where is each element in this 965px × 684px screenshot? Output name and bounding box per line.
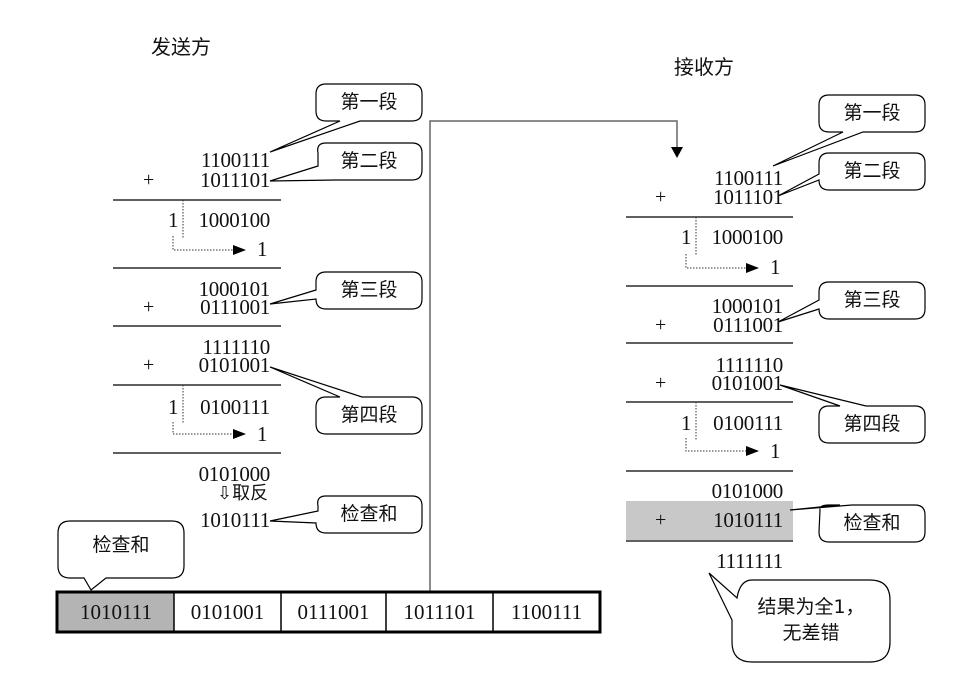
receiver-final: 1111111 — [716, 549, 783, 573]
arrowhead-icon — [746, 446, 759, 456]
receiver-callout-seg4: 第四段 — [843, 412, 901, 435]
sender-invert-label: ⇩取反 — [217, 483, 269, 504]
sender-callout-seg1: 第一段 — [340, 90, 398, 113]
frame-cell-seg4: 0101001 — [190, 599, 265, 624]
sender-carry-wrap-arrow-2 — [172, 422, 236, 435]
receiver-plus-1: + — [655, 186, 667, 208]
frame-callout-checksum: 检查和 — [92, 534, 150, 557]
sender-callout-seg2-shape — [269, 142, 423, 182]
sender-callout-seg3: 第三段 — [340, 278, 398, 301]
receiver-callout-result-shape — [708, 572, 891, 663]
receiver-callout-result-line2: 无差错 — [782, 622, 840, 644]
sender-wrap1: 1 — [257, 237, 268, 261]
arrowhead-icon — [233, 245, 246, 255]
receiver-callout-seg2-shape — [777, 152, 926, 197]
sender-rules — [113, 199, 281, 454]
sender-plus-3: + — [143, 354, 155, 376]
sender-sum1-carry: 1 — [168, 208, 179, 232]
receiver-partial2: 1111110 — [715, 353, 783, 377]
frame-cell-seg1: 1100111 — [510, 599, 583, 624]
sender-callout-seg4-shape — [269, 366, 423, 435]
receiver-sum1-carry: 1 — [681, 225, 692, 249]
receiver-title: 接收方 — [674, 55, 734, 79]
receiver-wrap1: 1 — [770, 255, 781, 279]
sender-callout-seg2: 第二段 — [340, 149, 398, 172]
sender-partial2: 1111110 — [202, 335, 270, 359]
receiver-partial3: 0101000 — [711, 479, 784, 503]
receiver-checksum-highlight — [626, 501, 793, 540]
sender-sum2-carry: 1 — [168, 395, 179, 419]
receiver-plus-4: + — [655, 509, 667, 531]
sender-callout-checksum: 检查和 — [340, 502, 398, 525]
sender-callout-checksum-shape — [269, 495, 423, 534]
sender-seg4: 0101001 — [198, 353, 271, 377]
sender-sum2-rest: 0100111 — [200, 395, 270, 419]
receiver-plus-2: + — [655, 314, 667, 336]
sender-seg3: 0111001 — [200, 295, 270, 319]
sender-callout-seg3-shape — [269, 271, 423, 310]
down-arrow-icon — [671, 147, 683, 158]
receiver-seg3: 0111001 — [713, 313, 783, 337]
receiver-sum2-carry: 1 — [681, 411, 692, 435]
sender-sum1-rest: 1000100 — [198, 208, 271, 232]
frame-cell-bg-checksum — [58, 593, 174, 631]
sender-title: 发送方 — [151, 35, 211, 59]
frame-border — [55, 590, 602, 634]
sender-carry-wrap-arrow-1 — [172, 236, 236, 251]
receiver-callout-seg2: 第二段 — [843, 159, 901, 182]
frame-cell-seg2: 1011101 — [403, 599, 476, 624]
receiver-callout-seg1-shape — [772, 94, 926, 167]
receiver-seg2: 1011101 — [713, 185, 783, 209]
sender-result: 0101000 — [198, 462, 271, 486]
receiver-callout-checksum-shape — [789, 504, 926, 543]
arrowhead-icon — [233, 429, 246, 439]
receiver-callout-seg3: 第三段 — [843, 288, 901, 311]
receiver-carry-wrap-arrow-1 — [685, 254, 749, 269]
receiver-rules — [626, 216, 793, 542]
receiver-sum2-rest: 0100111 — [713, 411, 783, 435]
frame-cell-checksum: 1010111 — [80, 599, 152, 624]
receiver-callout-seg3-shape — [777, 281, 926, 323]
frame-cell-seg3: 0111001 — [297, 599, 370, 624]
receiver-callout-seg1: 第一段 — [843, 101, 901, 124]
receiver-wrap2: 1 — [770, 439, 781, 463]
frame-callout-checksum-shape — [57, 520, 185, 591]
receiver-seg1: 1100111 — [713, 166, 783, 190]
receiver-seg4: 0101001 — [711, 371, 784, 395]
sender-checksum: 1010111 — [200, 508, 270, 532]
sender-seg1: 1100111 — [200, 148, 270, 172]
sender-seg2: 1011101 — [200, 168, 270, 192]
sender-callout-seg4: 第四段 — [340, 403, 398, 426]
receiver-callout-checksum: 检查和 — [843, 511, 901, 534]
sender-plus-1: + — [143, 169, 155, 191]
receiver-callout-result: 结果为全1， 无差错 — [736, 588, 886, 654]
receiver-partial1: 1000101 — [711, 294, 784, 318]
receiver-carry-wrap-arrow-2 — [685, 438, 749, 452]
receiver-callout-result-line1: 结果为全1， — [757, 596, 865, 619]
sender-plus-2: + — [143, 296, 155, 318]
sender-wrap2: 1 — [257, 422, 268, 446]
receiver-checksum: 1010111 — [713, 508, 783, 532]
transmission-line — [429, 120, 678, 592]
receiver-plus-3: + — [655, 372, 667, 394]
sender-partial1: 1000101 — [198, 277, 271, 301]
sender-callout-seg1-shape — [269, 83, 423, 153]
receiver-callout-seg4-shape — [779, 384, 926, 444]
receiver-sum1-rest: 1000100 — [711, 225, 784, 249]
arrowhead-icon — [746, 263, 759, 273]
